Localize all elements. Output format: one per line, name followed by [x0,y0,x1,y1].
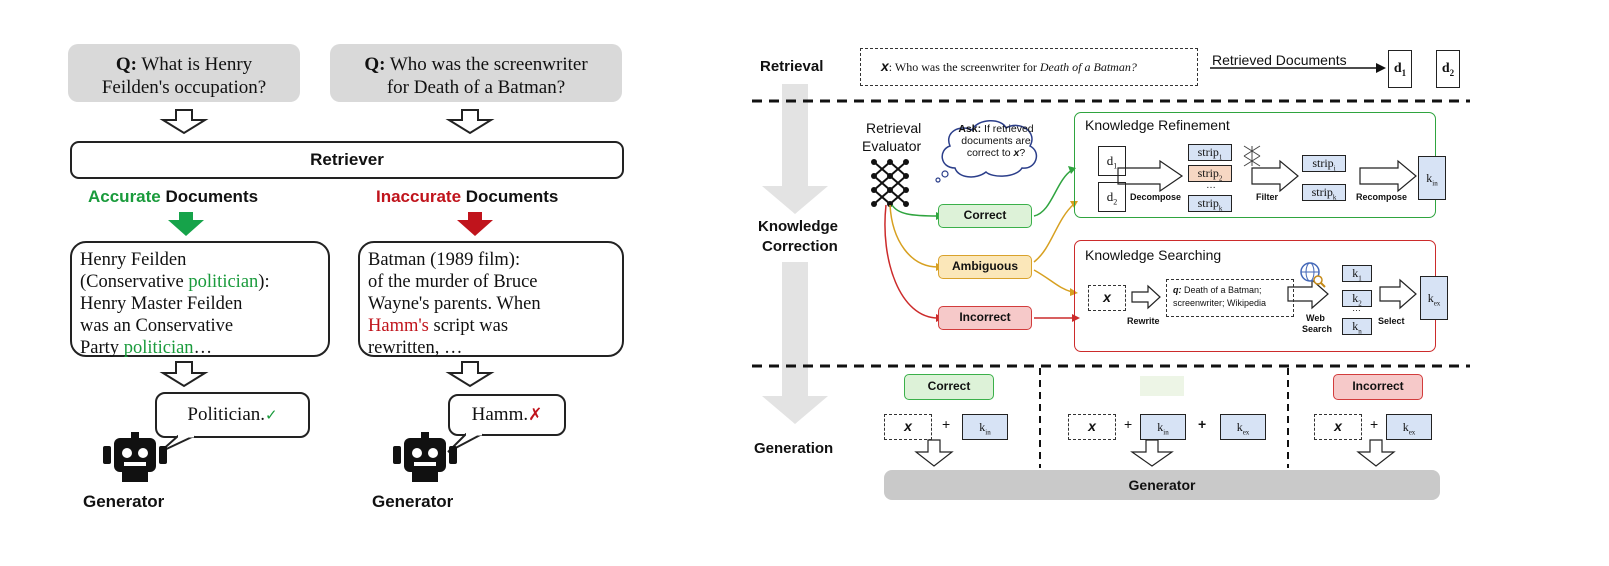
question-box-2: Q: Who was the screenwriter for Death of… [330,44,622,102]
gen-ambiguous-tag-blur [1140,376,1184,396]
knowledge-label: Knowledge [758,218,839,235]
question-box-1: Q: What is Henry Feilden's occupation? [68,44,300,102]
k-ex-searched: kex [1420,276,1448,320]
recompose-label: Recompose [1356,192,1408,202]
k-2: k2 [1342,290,1372,307]
correction-label: Correction [762,238,838,255]
correct-tag: Correct [938,204,1032,228]
answer-bubble-2: Hamm.✗ [448,394,566,436]
plus-sign: + [1124,416,1133,432]
evaluator-label-1: Retrieval [866,120,922,136]
ask-cloud-text: Ask: If retrieved documents are correct … [958,123,1034,159]
gen-x-box-2: x [1068,414,1116,440]
gen-k-ex-2: kex [1220,414,1266,440]
query-q-box: q: Death of a Batman; screenwriter; Wiki… [1166,279,1294,317]
knowledge-refinement-box: Knowledge Refinement [1074,112,1436,218]
search-x-box: x [1088,285,1126,311]
cross-icon: ✗ [528,405,543,424]
document-box-inaccurate: Batman (1989 film): of the murder of Bru… [358,241,624,358]
refinement-title: Knowledge Refinement [1085,117,1230,133]
gen-k-in-2: kin [1140,414,1186,440]
ambiguous-tag: Ambiguous [938,255,1032,279]
strip-k: stripk [1188,195,1232,212]
accurate-heading: Accurate Documents [88,187,259,206]
strip-ellipsis: … [1206,180,1216,191]
strip-1: strip1 [1188,144,1232,161]
select-label: Select [1378,316,1405,326]
k-ellipsis: … [1352,303,1361,313]
robot-icon [103,432,167,482]
generator-label-2: Generator [372,492,454,511]
web-label: Web [1306,313,1325,323]
q1-line2: Feilden's occupation? [101,77,267,98]
generator-label-1: Generator [83,492,165,511]
q1-line1: What is Henry [136,54,253,75]
document-box-accurate: Henry Feilden (Conservative politician):… [70,241,330,358]
k-in-refined: kin [1418,156,1446,200]
answer-bubble-1: Politician.✓ [155,392,310,438]
q2-line1: Who was the screenwriter [385,54,588,75]
left-arrows [159,109,495,388]
strip-2: strip2 [1188,165,1232,182]
query-box: x: Who was the screenwriter for Death of… [860,48,1198,86]
filter-label: Filter [1256,192,1279,202]
gen-x-box-3: x [1314,414,1362,440]
q-prefix: Q: [115,54,137,75]
robot-icon [393,432,457,482]
strip-i: stripi [1302,155,1346,172]
gen-x-box-1: x [884,414,932,440]
gen-k-ex-3: kex [1386,414,1432,440]
check-icon: ✓ [265,408,278,424]
searching-title: Knowledge Searching [1085,247,1222,263]
q-prefix: Q: [364,54,386,75]
gen-k-in-1: kin [962,414,1008,440]
evaluator-label-2: Evaluator [862,138,922,154]
generator-bar: Generator [884,470,1440,500]
generation-label: Generation [754,440,834,457]
inaccurate-heading: Inaccurate Documents [376,187,559,206]
gen-correct-tag: Correct [904,374,994,400]
q2-line2: for Death of a Batman? [386,77,566,98]
search-label: Search [1302,324,1333,334]
green-arrow-icon [168,212,204,236]
plus-sign: + [1198,416,1207,432]
k-1: k1 [1342,265,1372,282]
refine-d1: d1 [1098,146,1126,176]
retriever-label: Retriever [310,150,384,169]
retriever-bar: Retriever [70,141,624,179]
gen-incorrect-tag: Incorrect [1333,374,1423,400]
rewrite-label: Rewrite [1127,316,1160,326]
right-diagram-lines [752,63,1470,468]
doc-d2: d2 [1436,50,1460,88]
plus-sign: + [1370,416,1379,432]
retrieval-label: Retrieval [760,58,824,75]
doc-d1: d1 [1388,50,1412,88]
refine-d2: d2 [1098,182,1126,212]
k-n: kn [1342,318,1372,335]
red-arrow-icon [457,212,493,236]
decompose-label: Decompose [1130,192,1182,202]
incorrect-tag: Incorrect [938,306,1032,330]
retrieved-documents-label: Retrieved Documents [1212,52,1347,68]
plus-sign: + [942,416,951,432]
strip-k-filtered: stripk [1302,184,1346,201]
